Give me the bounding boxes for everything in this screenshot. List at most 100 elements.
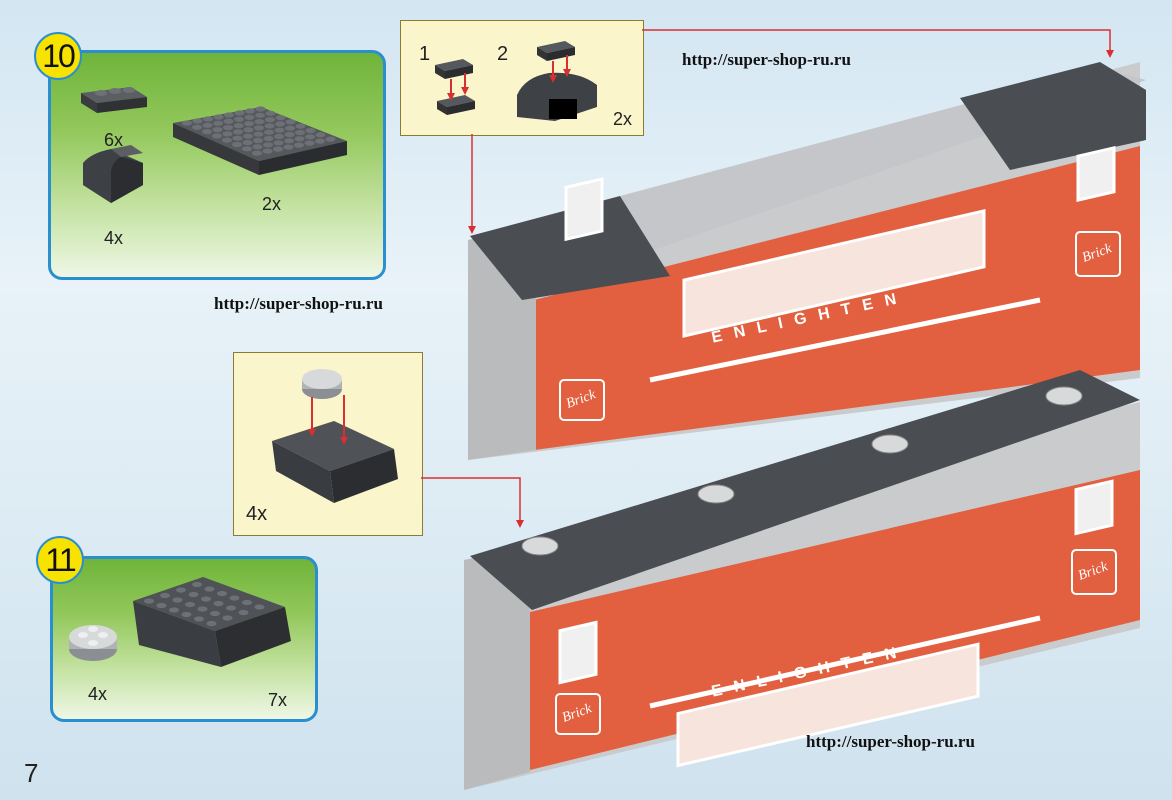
stud [262,148,273,154]
stud [254,125,264,131]
stud [243,127,254,133]
round-plate-image [69,625,117,661]
callout-sub2-plates [517,41,597,121]
stud [206,620,217,627]
stud [232,135,243,141]
step-11-parts-illustration [69,577,291,667]
callout-label-2: 2 [497,43,509,65]
stud [263,135,274,142]
stud [222,137,232,143]
stud [242,599,252,606]
stud [305,127,316,134]
stud [223,125,233,131]
callout-qty-top: 2x [613,109,633,129]
callout-label-1: 1 [419,43,431,65]
top-callout: 1 2 2x [400,20,644,136]
stud [201,596,211,602]
step-11-qty-slope: 7x [268,690,288,710]
stud [255,112,265,118]
stud [224,112,234,118]
stud [245,108,255,114]
watermark-url-bottom: http://super-shop-ru.ru [806,732,975,751]
stud [263,142,273,148]
stud [242,139,253,146]
stud [284,138,294,144]
step-11-qty-round-plate: 4x [88,684,108,704]
stud [210,610,220,617]
step-10-qty-plate-1x4: 6x [104,130,124,150]
middle-callout-illustration [272,369,398,503]
stud [264,123,275,129]
stud [222,615,233,621]
stud [222,131,233,137]
stud [273,140,284,146]
lower-car-logo-right: Brick [1076,559,1110,584]
stud [234,110,245,116]
stud [192,124,202,130]
upper-car-logo-left: Brick [564,387,598,412]
stud [305,134,315,140]
stud [325,136,336,142]
stud [295,123,306,129]
top-callout-illustration [435,41,597,121]
stud [238,609,249,616]
stud [253,137,263,144]
stud [243,133,253,139]
watermark-url-left: http://super-shop-ru.ru [214,294,383,313]
stud [192,581,202,588]
stud [185,601,195,608]
stud [304,140,315,146]
stud [188,591,199,598]
stud [204,586,215,592]
stud [233,129,243,135]
stud [194,616,204,622]
stud [213,600,224,607]
stud [283,144,294,150]
stud [226,605,236,611]
stud [181,611,192,618]
middle-callout: 4x [233,352,423,536]
stud [202,129,212,135]
watermark-url-top: http://super-shop-ru.ru [682,50,851,69]
upper-car-lettering: ENLIGHTEN [710,288,910,347]
callout-qty-middle: 4x [246,503,268,525]
stud [285,125,295,131]
stud [274,133,284,140]
step-10-panel [48,50,386,280]
step-10-qty-plate-8x8: 2x [262,194,282,214]
stud [285,119,296,125]
stud [284,131,295,138]
stud [315,132,326,138]
stud [264,129,274,135]
stud [160,592,170,599]
stud [234,116,244,122]
stud [233,123,244,129]
stud [265,110,276,116]
upper-car-logo-right: Brick [1080,241,1114,266]
step-10-qty-curved-brick: 4x [104,228,124,248]
stud [273,146,283,152]
stud [244,121,254,127]
slope-4x6-studs [144,581,265,627]
stud [212,127,223,133]
stud [252,150,262,156]
stud [244,114,255,120]
stud [212,133,222,139]
stud [169,607,179,613]
stud [255,106,266,112]
callout-sub1-plates [435,59,475,115]
stud [253,131,264,137]
stud [254,604,265,610]
stud [192,118,203,124]
stud [213,120,223,126]
stud [295,129,305,136]
stud [223,118,234,124]
stud [275,115,286,121]
round-plates-on-roof [521,386,1083,556]
stud [232,141,242,148]
stud [144,598,154,604]
stud [265,117,275,123]
curved-brick-image [83,145,143,203]
stud [182,120,192,126]
stud [294,142,304,148]
